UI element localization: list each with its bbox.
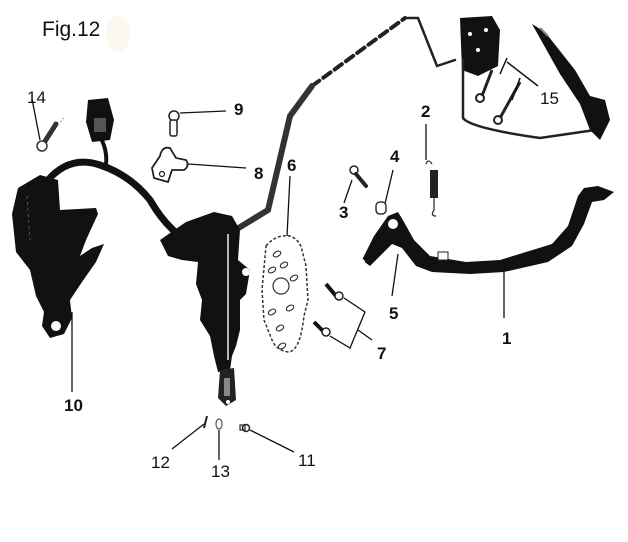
smudge [106,16,130,52]
callout-9: 9 [234,100,244,119]
callout-5: 5 [389,304,399,323]
callout-2: 2 [421,102,431,121]
callout-3: 3 [339,203,349,222]
callout-4: 4 [390,147,400,166]
callout-8: 8 [254,164,264,183]
part-6-mounting-plate [261,175,309,353]
callout-11: 11 [298,451,316,470]
part-7-bolts [312,282,373,349]
part-8-clamp [151,146,247,184]
part-1-brake-pedal [359,186,614,318]
part-14-bolt [31,98,65,152]
callout-12: 12 [151,453,170,472]
callout-6: 6 [287,156,297,175]
callout-15-leader [499,57,539,101]
brake-line [229,16,457,235]
callout-15: 15 [540,89,559,108]
part-12-cotter-pin [171,415,208,450]
part-13-washer [215,418,223,460]
callout-13: 13 [211,462,230,481]
part-10-reservoir-bracket [12,98,227,392]
callout-10: 10 [64,396,83,415]
master-cylinder-pushrod [160,212,250,406]
part-9-screw [168,110,227,137]
part-3-bolt [343,165,368,204]
part-4-pin [375,169,394,215]
part-15-switch-assembly [460,16,610,140]
figure-title: Fig.12 [42,18,101,41]
part-11-bolt [239,423,295,453]
part-2-spring [425,124,438,217]
callout-7: 7 [377,344,387,363]
callout-1: 1 [502,329,512,348]
callout-14: 14 [27,88,46,107]
